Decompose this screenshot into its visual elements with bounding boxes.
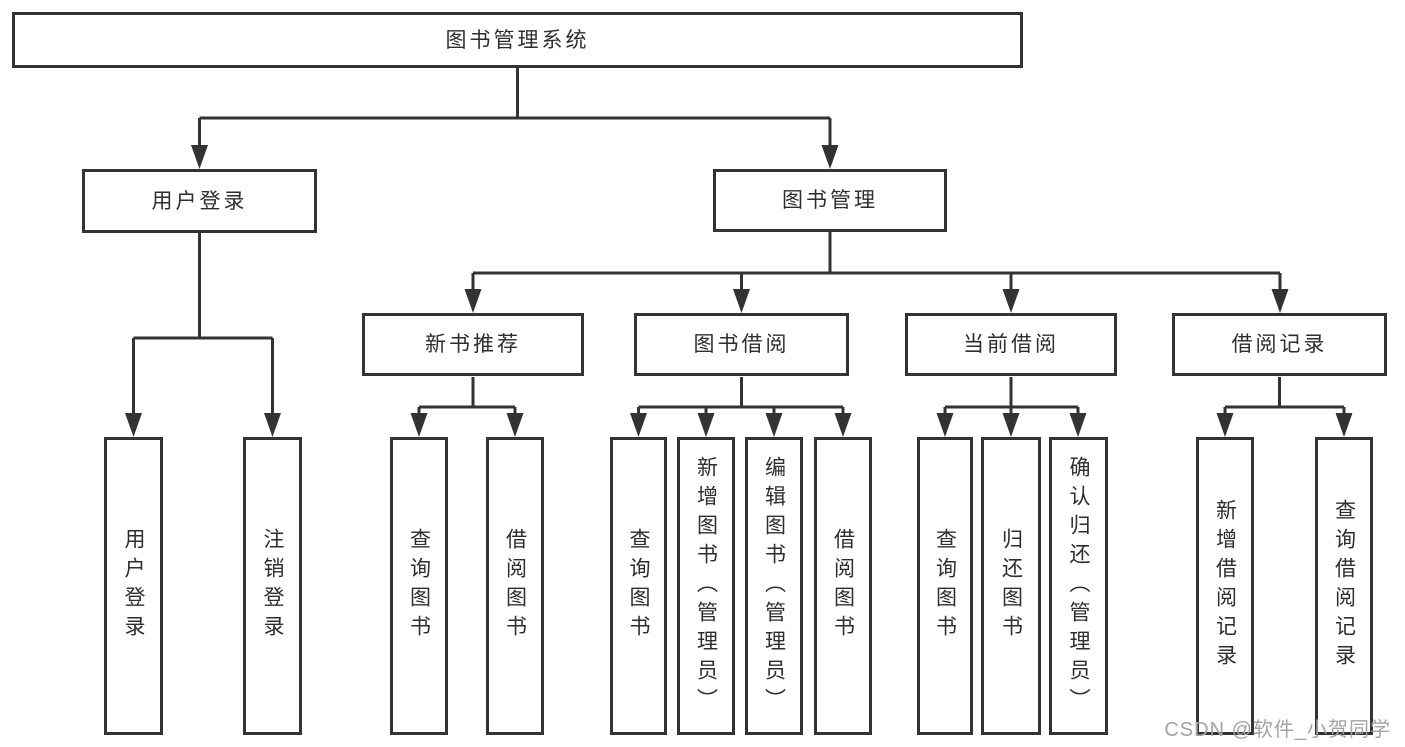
- node-borrow-books-borrowing-label: 借阅图书: [831, 528, 855, 644]
- node-query-borrow-record-label: 查询借阅记录: [1332, 499, 1356, 673]
- watermark: CSDN @软件_小贺同学: [1164, 719, 1391, 741]
- node-user-login-label: 用户登录: [151, 189, 248, 213]
- node-borrowing-records-label: 借阅记录: [1231, 333, 1328, 356]
- node-add-books-admin: 新增图书（管理员）: [677, 437, 735, 735]
- node-current-borrowing-label: 当前借阅: [963, 333, 1059, 356]
- node-borrow-books-recommend: 借阅图书: [486, 437, 544, 735]
- node-library-system: 图书管理系统: [12, 12, 1023, 68]
- node-return-books-label: 归还图书: [999, 528, 1023, 644]
- node-borrow-books-borrowing: 借阅图书: [814, 437, 872, 735]
- node-add-borrow-record: 新增借阅记录: [1196, 437, 1254, 735]
- node-query-books-recommend: 查询图书: [390, 437, 448, 735]
- node-query-books-borrowing-label: 查询图书: [627, 528, 650, 644]
- node-borrow-books-recommend-label: 借阅图书: [503, 528, 527, 644]
- node-query-books-recommend-label: 查询图书: [407, 528, 431, 644]
- node-book-management-label: 图书管理: [782, 189, 878, 212]
- node-book-management: 图书管理: [713, 169, 947, 232]
- node-borrowing-records: 借阅记录: [1172, 313, 1387, 376]
- node-library-system-label: 图书管理系统: [445, 28, 590, 52]
- node-edit-books-admin: 编辑图书（管理员）: [745, 437, 803, 735]
- node-book-borrowing-label: 图书借阅: [693, 333, 790, 356]
- node-new-book-recommendation: 新书推荐: [362, 313, 584, 376]
- node-add-books-admin-label: 新增图书（管理员）: [694, 455, 718, 717]
- node-query-borrow-record: 查询借阅记录: [1315, 437, 1373, 735]
- node-new-book-recommendation-label: 新书推荐: [425, 333, 521, 356]
- node-query-books-current: 查询图书: [917, 437, 973, 735]
- node-user-login-action: 用户登录: [104, 437, 163, 735]
- node-book-borrowing: 图书借阅: [634, 313, 849, 376]
- node-query-books-borrowing: 查询图书: [610, 437, 667, 735]
- node-user-login: 用户登录: [82, 169, 317, 233]
- node-logout-action-label: 注销登录: [261, 528, 284, 644]
- node-current-borrowing: 当前借阅: [905, 313, 1117, 376]
- node-logout-action: 注销登录: [243, 437, 302, 735]
- node-user-login-action-label: 用户登录: [122, 528, 145, 644]
- node-confirm-return-admin: 确认归还（管理员）: [1049, 437, 1108, 735]
- node-edit-books-admin-label: 编辑图书（管理员）: [762, 455, 786, 717]
- node-add-borrow-record-label: 新增借阅记录: [1213, 499, 1237, 673]
- node-query-books-current-label: 查询图书: [933, 528, 957, 644]
- node-confirm-return-admin-label: 确认归还（管理员）: [1067, 455, 1090, 717]
- node-return-books: 归还图书: [981, 437, 1041, 735]
